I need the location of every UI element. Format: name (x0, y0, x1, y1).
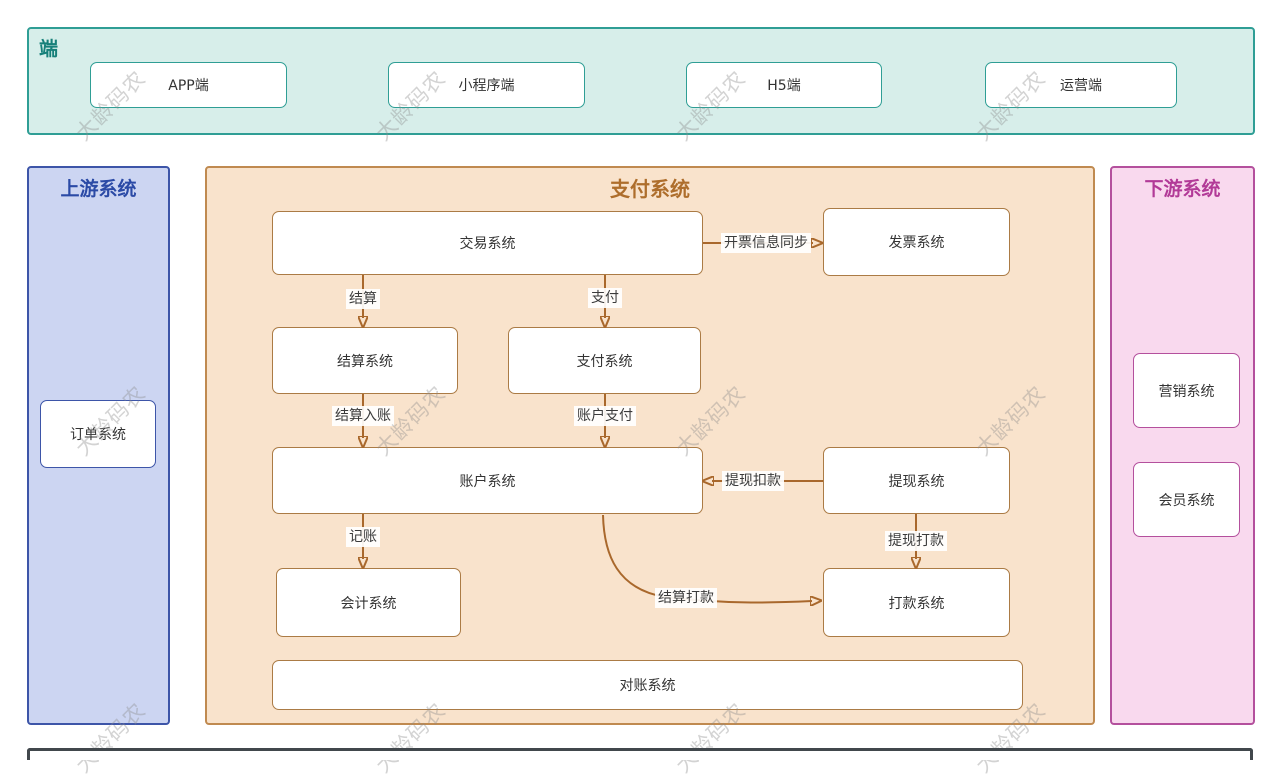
node-member-system-label: 会员系统 (1158, 492, 1215, 509)
node-payment-core-system: 支付系统 (508, 327, 701, 394)
node-invoice-system: 发票系统 (823, 208, 1010, 276)
node-account-system-label: 账户系统 (459, 473, 516, 490)
edge-label-withdraw-deduct: 提现扣款 (722, 471, 784, 491)
edge-label-settle-remit: 结算打款 (655, 588, 717, 608)
node-account-system: 账户系统 (272, 447, 703, 514)
node-h5-label: H5端 (767, 78, 801, 94)
node-member-system: 会员系统 (1133, 462, 1240, 537)
node-marketing-system: 营销系统 (1133, 353, 1240, 428)
node-trade-system-label: 交易系统 (459, 236, 516, 252)
node-accounting-system: 会计系统 (276, 568, 461, 637)
node-withdrawal-system: 提现系统 (823, 447, 1010, 514)
node-app-label: APP端 (168, 78, 209, 94)
node-trade-system: 交易系统 (272, 211, 703, 275)
node-invoice-system-label: 发票系统 (888, 235, 945, 251)
node-reconciliation-system: 对账系统 (272, 660, 1023, 710)
bottom-cutoff-panel-border (27, 748, 1253, 760)
node-settlement-system: 结算系统 (272, 327, 458, 394)
upstream-panel-title: 上游系统 (60, 178, 137, 200)
node-h5: H5端 (686, 62, 882, 108)
node-withdrawal-system-label: 提现系统 (888, 473, 945, 490)
node-accounting-system-label: 会计系统 (340, 595, 397, 612)
downstream-panel (1110, 166, 1255, 725)
node-payment-core-system-label: 支付系统 (576, 353, 633, 370)
edge-label-settle-posting: 结算入账 (332, 406, 394, 426)
node-operations: 运营端 (985, 62, 1177, 108)
edge-label-bookkeeping: 记账 (346, 527, 380, 547)
edge-label-settle: 结算 (346, 289, 380, 309)
downstream-panel-title: 下游系统 (1144, 178, 1221, 200)
edge-label-withdraw-remit: 提现打款 (885, 531, 947, 551)
node-order-system: 订单系统 (40, 400, 156, 468)
edge-label-account-pay: 账户支付 (574, 406, 636, 426)
node-remittance-system: 打款系统 (823, 568, 1010, 637)
node-operations-label: 运营端 (1060, 78, 1102, 94)
payment-panel-title: 支付系统 (610, 177, 690, 201)
edge-label-invoice-sync: 开票信息同步 (721, 233, 811, 253)
architecture-diagram: 端 上游系统 支付系统 下游系统 APP端 小程序端 H5端 运营端 订单系统 … (27, 27, 1255, 777)
terminal-panel-title: 端 (39, 38, 59, 60)
node-miniprogram-label: 小程序端 (458, 78, 515, 94)
edge-label-pay: 支付 (588, 288, 622, 308)
node-remittance-system-label: 打款系统 (888, 595, 945, 612)
node-order-system-label: 订单系统 (70, 427, 126, 443)
node-miniprogram: 小程序端 (388, 62, 585, 108)
node-settlement-system-label: 结算系统 (337, 353, 393, 370)
node-reconciliation-system-label: 对账系统 (619, 678, 676, 694)
node-marketing-system-label: 营销系统 (1158, 383, 1215, 400)
node-app: APP端 (90, 62, 287, 108)
